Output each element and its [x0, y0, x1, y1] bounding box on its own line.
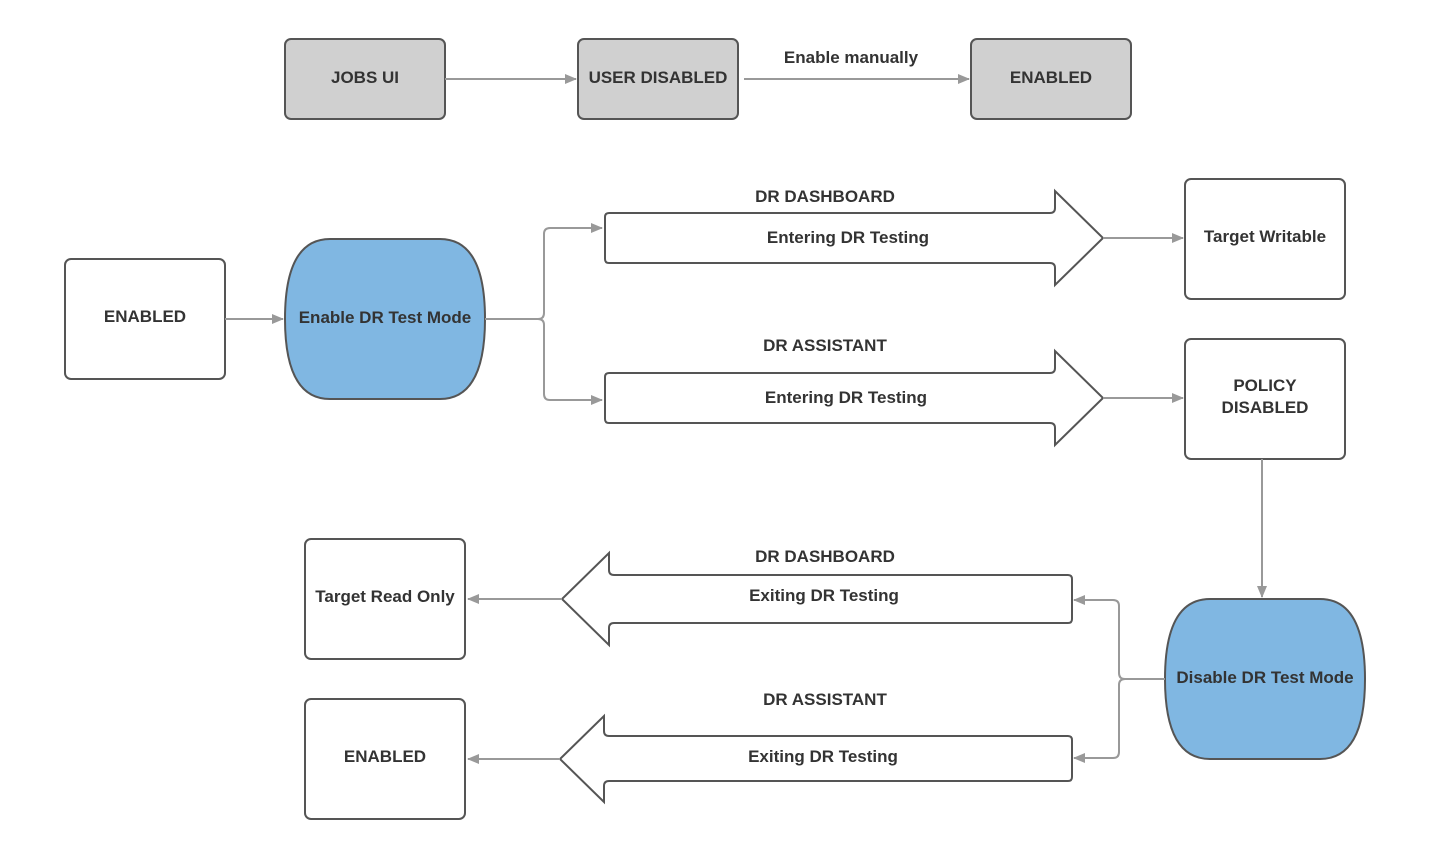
policy-disabled-label-line1: POLICY — [1233, 376, 1297, 395]
connector-enable-to-assistant — [537, 318, 603, 405]
disable-dr-test-mode-label: Disable DR Test Mode — [1176, 668, 1353, 687]
connector-disable-to-dashboard — [1073, 595, 1165, 680]
exiting-dr-testing-arrow-assistant: Exiting DR Testing — [558, 713, 1073, 805]
policy-disabled-label-line2: DISABLED — [1222, 398, 1309, 417]
exiting-dr-testing-label-1: Exiting DR Testing — [749, 586, 899, 605]
target-read-only-node: Target Read Only — [304, 538, 466, 660]
policy-disabled-node: POLICY DISABLED — [1184, 338, 1346, 460]
connector-enable-to-dashboard — [485, 223, 603, 320]
entering-dr-testing-arrow-dashboard: Entering DR Testing — [604, 188, 1105, 288]
exiting-dr-testing-arrow-dashboard: Exiting DR Testing — [560, 550, 1073, 648]
enabled-start-node: ENABLED — [64, 258, 226, 380]
user-disabled-label: USER DISABLED — [589, 68, 728, 87]
entering-dr-testing-label-1: Entering DR Testing — [767, 228, 929, 247]
connector-disable-to-assistant — [1073, 678, 1126, 763]
target-writable-node: Target Writable — [1184, 178, 1346, 300]
disable-dr-test-mode-node: Disable DR Test Mode — [1163, 598, 1367, 760]
enabled-end-node: ENABLED — [304, 698, 466, 820]
entering-dr-testing-label-2: Entering DR Testing — [765, 388, 927, 407]
dr-assistant-label-bottom: DR ASSISTANT — [763, 690, 887, 709]
enabled-top-node: ENABLED — [970, 38, 1132, 120]
enabled-top-label: ENABLED — [1010, 68, 1092, 87]
exiting-dr-testing-label-2: Exiting DR Testing — [748, 747, 898, 766]
enable-manually-label: Enable manually — [784, 48, 919, 67]
entering-dr-testing-arrow-assistant: Entering DR Testing — [604, 348, 1105, 448]
enabled-start-label: ENABLED — [104, 307, 186, 326]
jobs-ui-node: JOBS UI — [284, 38, 446, 120]
dr-dashboard-label-top: DR DASHBOARD — [755, 187, 895, 206]
enabled-end-label: ENABLED — [344, 747, 426, 766]
dr-assistant-label-top: DR ASSISTANT — [763, 336, 887, 355]
enable-dr-test-mode-label: Enable DR Test Mode — [299, 308, 472, 327]
enable-dr-test-mode-node: Enable DR Test Mode — [283, 238, 487, 400]
user-disabled-node: USER DISABLED — [577, 38, 739, 120]
target-read-only-label: Target Read Only — [315, 587, 455, 606]
jobs-ui-label: JOBS UI — [331, 68, 399, 87]
dr-dashboard-label-bottom: DR DASHBOARD — [755, 547, 895, 566]
target-writable-label: Target Writable — [1204, 227, 1326, 246]
